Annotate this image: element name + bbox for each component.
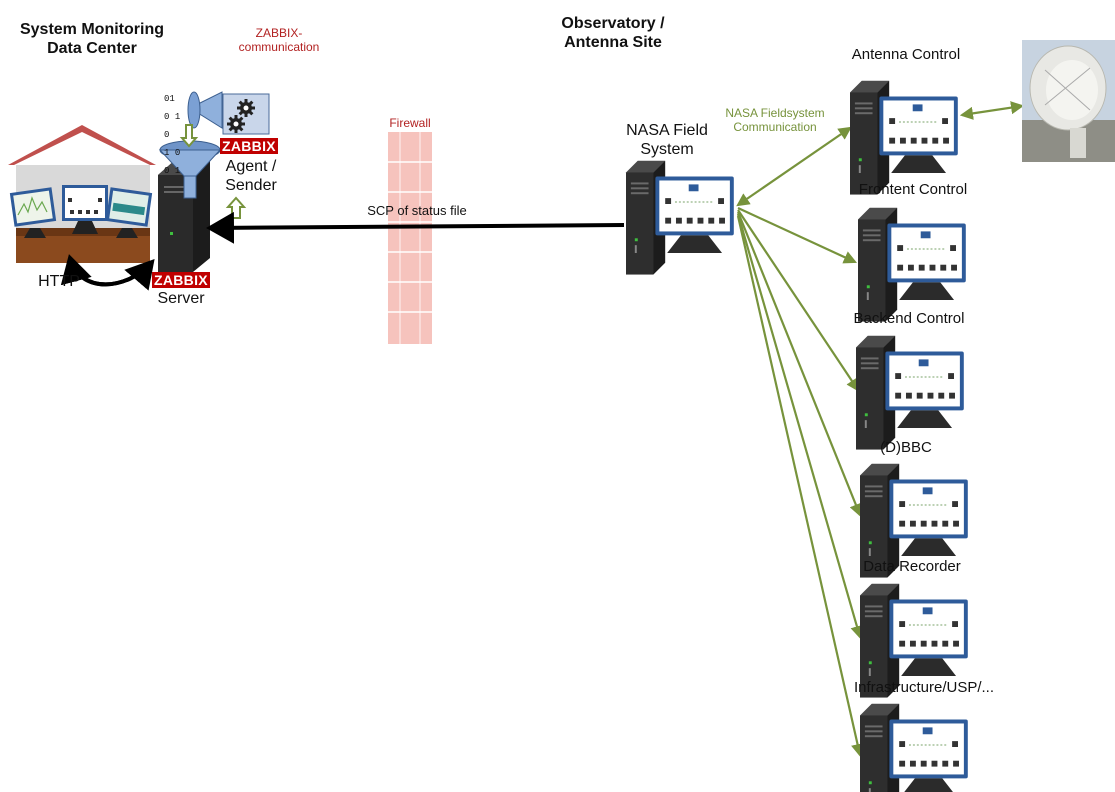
agent-sender-label: Agent / Sender bbox=[225, 158, 277, 194]
zabbix-communication-label: ZABBIX- communication bbox=[238, 26, 320, 54]
datacenter-title: System Monitoring Data Center bbox=[19, 21, 164, 57]
device-label-antenna-control: Antenna Control bbox=[851, 46, 961, 63]
device-label-infrastructure: Infrastructure/USP/... bbox=[853, 679, 995, 696]
zabbix-agent-badge: ZABBIX bbox=[220, 138, 278, 154]
device-computer-antenna bbox=[849, 80, 959, 196]
device-label-backend-control: Backend Control bbox=[853, 310, 965, 327]
scp-label: SCP of status file bbox=[367, 203, 467, 218]
device-label-dbbc: (D)BBC bbox=[880, 439, 932, 456]
http-label: HTTP bbox=[38, 273, 80, 290]
device-label-data-recorder: Data Recorder bbox=[863, 558, 961, 575]
server-label: Server bbox=[157, 290, 205, 307]
scp-arrow bbox=[206, 211, 625, 244]
device-computer-infrastructure bbox=[859, 703, 969, 792]
device-label-frontent-control: Frontent Control bbox=[858, 181, 968, 198]
firewall-label: Firewall bbox=[389, 116, 431, 130]
binary-stream: 01 0 1 0 1 0 0 1 bbox=[164, 94, 181, 176]
site-title: Observatory / Antenna Site bbox=[561, 15, 665, 51]
field-system-label: NASA Field System bbox=[626, 122, 708, 158]
firewall-icon bbox=[388, 132, 432, 344]
fieldsystem-arrows bbox=[736, 101, 1025, 758]
gear-icon bbox=[187, 91, 270, 135]
http-arrow-back bbox=[60, 254, 154, 287]
fieldsystem-communication-label: NASA Fieldsystem Communication bbox=[725, 106, 825, 134]
house-icon bbox=[8, 125, 156, 263]
device-computer-backend bbox=[855, 335, 965, 451]
device-computer-frontend bbox=[857, 207, 967, 323]
antenna-dish-icon bbox=[1022, 40, 1115, 162]
zabbix-server-badge: ZABBIX bbox=[152, 272, 210, 288]
field-system-computer bbox=[625, 160, 735, 276]
server-tower-icon bbox=[158, 160, 210, 272]
